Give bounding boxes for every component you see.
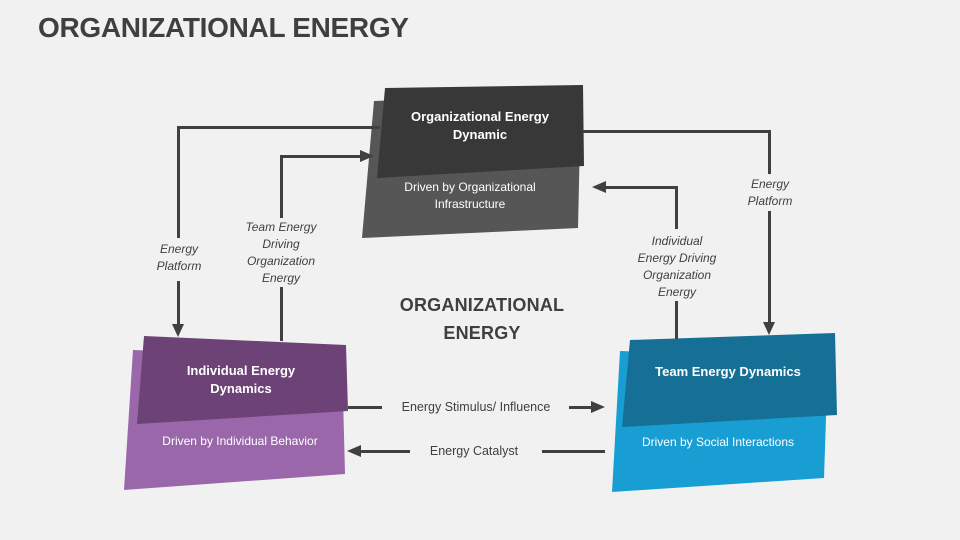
center-label-line2: ENERGY bbox=[443, 323, 521, 343]
box-team-front: Team Energy Dynamics bbox=[622, 333, 837, 427]
label-line: Organization bbox=[642, 268, 712, 282]
box-team-title: Team Energy Dynamics bbox=[655, 364, 801, 379]
box-organizational-subtitle: Driven by Organizational Infrastructure bbox=[404, 180, 536, 211]
label-energy-stimulus: Energy Stimulus/ Influence bbox=[401, 400, 551, 414]
box-team-subtitle: Driven by Social Interactions bbox=[641, 435, 795, 449]
center-label-line1: ORGANIZATIONAL bbox=[399, 295, 565, 315]
connector-individual-driving-vertical-top bbox=[675, 187, 678, 229]
box-individual-title: Individual Energy Dynamics bbox=[186, 363, 296, 396]
label-line: Platform bbox=[156, 259, 202, 273]
connector-catalyst-right-segment bbox=[542, 450, 605, 453]
label-line: Platform bbox=[747, 194, 793, 208]
label-line: Individual bbox=[651, 234, 703, 248]
arrowhead-down-into-team-icon bbox=[763, 322, 775, 335]
connector-left-platform-horizontal bbox=[178, 126, 380, 129]
connector-stimulus-right-segment bbox=[569, 406, 591, 409]
box-individual-subtitle: Driven by Individual Behavior bbox=[162, 434, 318, 448]
label-energy-catalyst: Energy Catalyst bbox=[429, 444, 519, 458]
connector-catalyst-left-segment bbox=[360, 450, 410, 453]
label-individual-driving: Individual Energy Driving Organization E… bbox=[627, 233, 727, 301]
box-organizational-front: Organizational Energy Dynamic bbox=[377, 85, 584, 178]
arrowhead-down-into-individual-icon bbox=[172, 324, 184, 337]
connector-team-driving-horizontal bbox=[280, 155, 360, 158]
center-label: ORGANIZATIONAL ENERGY bbox=[372, 291, 592, 347]
label-line: Energy bbox=[159, 242, 199, 256]
connector-team-driving-vertical-bottom bbox=[280, 287, 283, 341]
box-individual-front: Individual Energy Dynamics bbox=[137, 336, 348, 424]
arrowhead-right-into-organizational-icon bbox=[360, 150, 374, 162]
connector-left-platform-vertical-top bbox=[177, 126, 180, 238]
arrowhead-right-into-team-icon bbox=[591, 401, 605, 413]
label-line: Driving bbox=[262, 237, 300, 251]
arrowhead-left-into-individual-icon bbox=[347, 445, 361, 457]
connector-right-platform-vertical-bottom bbox=[768, 211, 771, 323]
label-line: Organization bbox=[246, 254, 316, 268]
label-line: Energy bbox=[657, 285, 697, 299]
connector-right-platform-horizontal bbox=[583, 130, 771, 133]
slide-title: ORGANIZATIONAL ENERGY bbox=[38, 12, 409, 43]
connector-right-platform-vertical-top bbox=[768, 130, 771, 174]
connector-individual-driving-vertical-bottom bbox=[675, 301, 678, 339]
arrowhead-left-into-organizational-icon bbox=[592, 181, 606, 193]
label-line: Energy bbox=[750, 177, 790, 191]
label-line: Energy Driving bbox=[637, 251, 717, 265]
connector-team-driving-vertical-top bbox=[280, 156, 283, 218]
box-organizational-title: Organizational Energy Dynamic bbox=[411, 109, 549, 142]
label-line: Team Energy bbox=[245, 220, 317, 234]
label-energy-platform-left: Energy Platform bbox=[134, 241, 224, 275]
connector-left-platform-vertical-bottom bbox=[177, 281, 180, 324]
label-team-driving: Team Energy Driving Organization Energy bbox=[231, 219, 331, 287]
label-energy-platform-right: Energy Platform bbox=[725, 176, 815, 210]
connector-individual-driving-horizontal bbox=[605, 186, 678, 189]
connector-stimulus-left-segment bbox=[348, 406, 382, 409]
label-line: Energy bbox=[261, 271, 301, 285]
